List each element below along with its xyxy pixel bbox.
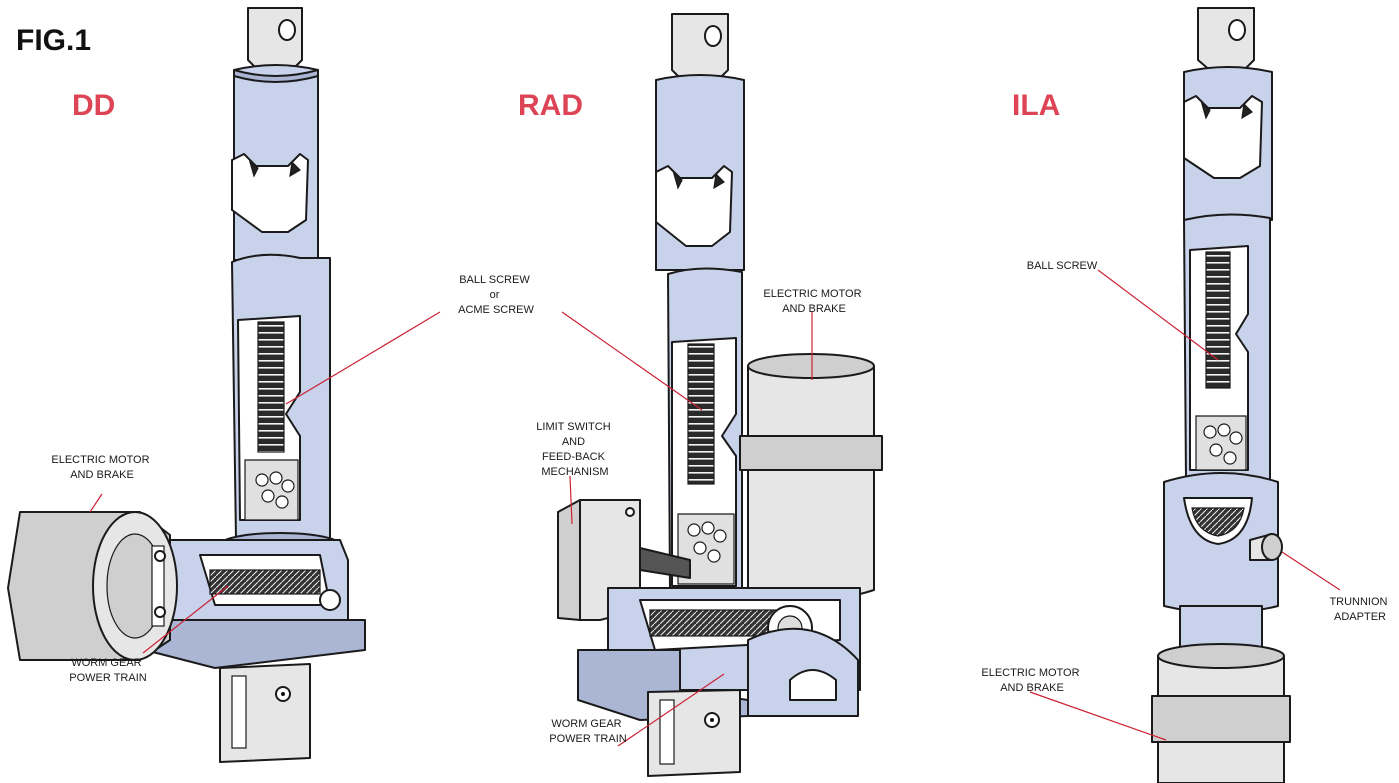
dd-ball-nut — [255, 471, 295, 509]
label-rad-worm-gear: WORM GEAR POWER TRAIN — [549, 718, 626, 745]
ila-trunnion-pin — [1249, 533, 1283, 561]
rad-lower-clevis — [647, 689, 741, 777]
leader-ila-screw — [1097, 269, 1219, 361]
leader-lines — [89, 269, 1341, 747]
leader-dd-motor — [89, 493, 103, 513]
dd-actuator — [7, 7, 366, 763]
dd-base-plate — [144, 619, 366, 669]
ila-actuator — [1151, 7, 1291, 783]
label-ila-trunnion-adapter: TRUNNION ADAPTER — [1329, 596, 1390, 623]
label-ila-ball-screw: BALL SCREW — [1027, 260, 1098, 272]
label-ila-electric-motor: ELECTRIC MOTOR AND BRAKE — [981, 667, 1082, 694]
label-rad-electric-motor: ELECTRIC MOTOR AND BRAKE — [763, 288, 864, 315]
rad-electric-motor — [739, 353, 883, 601]
dd-electric-motor — [7, 511, 178, 661]
label-rad-ball-screw: BALL SCREW or ACME SCREW — [458, 274, 534, 316]
model-title-ila: ILA — [1012, 89, 1060, 122]
leader-rad-worm — [617, 673, 725, 747]
label-rad-limit-switch: LIMIT SWITCH AND FEED-BACK MECHANISM — [536, 421, 613, 478]
dd-worm-gear — [209, 569, 321, 595]
leader-dd-worm — [142, 585, 229, 654]
leader-ila-motor — [1029, 691, 1167, 741]
dd-ball-screw — [257, 321, 285, 453]
model-title-dd: DD — [72, 89, 115, 122]
ila-ball-screw — [1205, 251, 1231, 389]
leader-dd-screw — [285, 311, 441, 405]
label-dd-electric-motor: ELECTRIC MOTOR AND BRAKE — [51, 454, 152, 481]
label-dd-worm-gear: WORM GEAR POWER TRAIN — [69, 657, 146, 684]
leader-rad-limit-switch — [569, 475, 573, 525]
leader-rad-screw — [561, 311, 703, 411]
model-title-rad: RAD — [518, 89, 583, 122]
callout-labels: ELECTRIC MOTOR AND BRAKE WORM GEAR POWER… — [51, 260, 1390, 745]
rad-ball-nut — [687, 521, 727, 563]
dd-lower-clevis — [219, 663, 311, 763]
rad-actuator — [557, 13, 883, 777]
figure-title: FIG.1 — [16, 24, 91, 57]
leader-ila-trunnion — [1281, 551, 1341, 591]
ila-ball-nut — [1203, 423, 1243, 465]
rad-ball-screw — [687, 343, 715, 485]
ila-electric-motor — [1151, 643, 1291, 783]
rad-limit-switch — [557, 499, 691, 621]
